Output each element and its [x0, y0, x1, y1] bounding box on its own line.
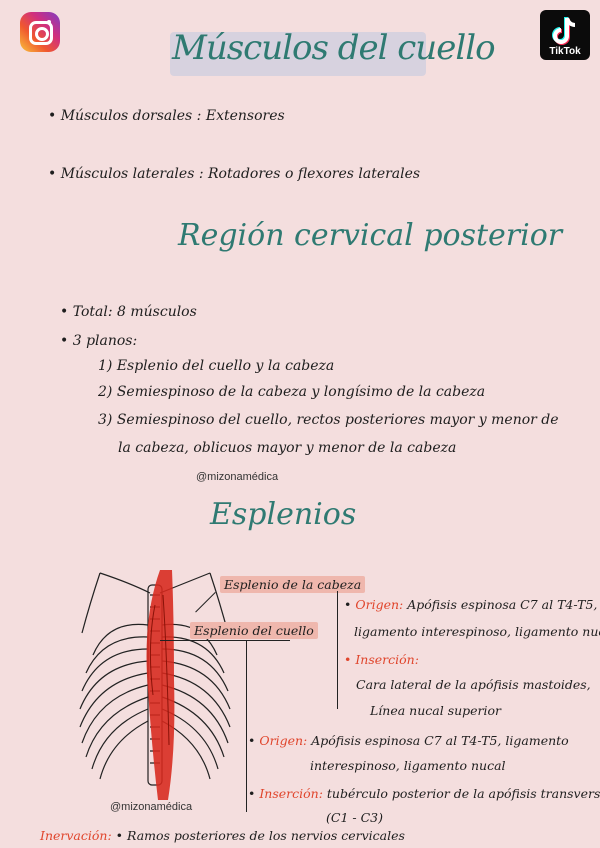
cuello-origen-line2: interespinoso, ligamento nucal: [310, 758, 506, 773]
cabeza-origen-line2: ligamento interespinoso, ligamento nucal: [354, 624, 600, 639]
lateral-label: Músculos laterales: [60, 166, 195, 182]
ribcage-illustration: [79, 570, 231, 800]
esplenios-title: Esplenios: [210, 497, 357, 532]
cuello-insercion-text: tubérculo posterior de la apófisis trans…: [326, 786, 600, 801]
watermark: @mizonamédica: [110, 801, 193, 813]
planos-row: • 3 planos:: [60, 333, 138, 349]
tiktok-label: TikTok: [549, 46, 581, 57]
cabeza-insercion-label-text: Inserción:: [355, 652, 419, 667]
total-row: • Total: 8 músculos: [60, 304, 197, 320]
label-esplenio-cuello: Esplenio del cuello: [190, 622, 318, 639]
instagram-icon: [20, 12, 60, 52]
page-title: Músculos del cuello: [172, 28, 496, 68]
cuello-insercion-row: • Inserción: tubérculo posterior de la a…: [248, 786, 600, 801]
total-text: Total: 8 músculos: [72, 304, 197, 320]
cabeza-origen-row: • Origen: Apófisis espinosa C7 al T4-T5,: [344, 597, 598, 612]
cabeza-insercion-label: • Inserción:: [344, 652, 419, 667]
cuello-insercion-label: Inserción:: [259, 786, 323, 801]
plano-item: 3) Semiespinoso del cuello, rectos poste…: [98, 412, 559, 428]
label-esplenio-cabeza: Esplenio de la cabeza: [220, 576, 366, 593]
cabeza-insercion-line2: Línea nucal superior: [370, 703, 502, 718]
dorsal-row: • Músculos dorsales : Extensores: [48, 108, 285, 124]
cuello-origen-text-b: ligamento: [505, 733, 569, 748]
cuello-origen-row: • Origen: Apófisis espinosa C7 al T4-T5,…: [248, 733, 569, 748]
watermark: @mizonamédica: [196, 471, 279, 483]
cabeza-origen-text: Apófisis espinosa C7 al T4-T5,: [407, 597, 598, 612]
dorsal-value: Extensores: [205, 108, 285, 124]
cabeza-origen-label: Origen:: [355, 597, 404, 612]
dorsal-label: Músculos dorsales: [60, 108, 193, 124]
cabeza-insercion-line1: Cara lateral de la apófisis mastoides,: [356, 677, 591, 692]
cuello-origen-text: Apófisis espinosa C7 al T4-T5,: [311, 733, 502, 748]
lateral-row: • Músculos laterales : Rotadores o flexo…: [48, 166, 421, 182]
connector-line: [337, 591, 338, 709]
cuello-origen-label: Origen:: [259, 733, 308, 748]
inervacion-value: Ramos posteriores de los nervios cervica…: [127, 828, 405, 843]
tiktok-icon: TikTok: [540, 10, 590, 60]
region-title: Región cervical posterior: [178, 218, 563, 253]
plano-item: la cabeza, oblicuos mayor y menor de la …: [118, 440, 457, 456]
plano-item: 1) Esplenio del cuello y la cabeza: [98, 358, 335, 374]
cuello-insercion-line2: (C1 - C3): [326, 810, 383, 825]
connector-line: [160, 640, 290, 641]
inervacion-row: Inervación: • Ramos posteriores de los n…: [40, 828, 405, 843]
lateral-value: Rotadores o flexores laterales: [208, 166, 421, 182]
title-highlight: [170, 32, 426, 76]
plano-item: 2) Semiespinoso de la cabeza y longísimo…: [98, 384, 486, 400]
connector-line: [246, 640, 247, 812]
planos-label: 3 planos:: [72, 333, 138, 349]
inervacion-label: Inervación:: [40, 828, 112, 843]
